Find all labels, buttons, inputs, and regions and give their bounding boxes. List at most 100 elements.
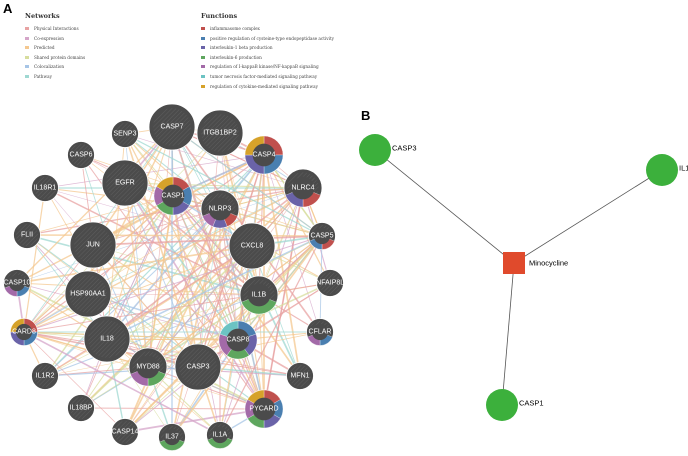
drug-node[interactable] bbox=[503, 252, 525, 274]
gene-node[interactable]: IL1B bbox=[239, 275, 279, 315]
gene-node[interactable]: PYCARD bbox=[244, 389, 284, 429]
gene-node[interactable]: MYD88 bbox=[128, 347, 168, 387]
functions-legend-item: tumor necrosis factor-mediated signaling… bbox=[201, 74, 334, 84]
functions-legend-item: interleukin-1 beta production bbox=[201, 45, 334, 55]
gene-node[interactable]: NLRC4 bbox=[283, 168, 323, 208]
legend-swatch bbox=[201, 84, 205, 88]
panel-b-letter: B bbox=[361, 108, 371, 123]
gene-node-center bbox=[288, 364, 312, 388]
network-edge bbox=[147, 235, 323, 368]
gene-label: SENP3 bbox=[114, 131, 137, 138]
gene-label: NLRP3 bbox=[209, 206, 232, 213]
network-edge bbox=[23, 331, 126, 433]
network-edge bbox=[147, 245, 253, 368]
network-edge bbox=[80, 245, 253, 409]
legend-swatch bbox=[201, 65, 205, 69]
gene-node[interactable]: JUN bbox=[69, 221, 117, 269]
gene-node[interactable]: CARD8 bbox=[10, 318, 38, 346]
gene-node[interactable]: EGFR bbox=[101, 159, 149, 207]
gene-node[interactable]: CASP4 bbox=[244, 135, 284, 175]
gene-node-core bbox=[211, 426, 229, 444]
gene-node[interactable]: CASP10 bbox=[3, 269, 31, 297]
gene-node[interactable]: IL18R1 bbox=[31, 174, 59, 202]
target-node[interactable] bbox=[646, 154, 678, 186]
network-edge bbox=[147, 195, 174, 368]
gene-node[interactable]: IL18BP bbox=[67, 394, 95, 422]
legend-label: interleukin-6 production bbox=[210, 54, 262, 60]
functions-legend-item: interleukin-6 production bbox=[201, 55, 334, 65]
target-node[interactable] bbox=[359, 134, 391, 166]
legend-swatch bbox=[201, 36, 205, 40]
gene-node[interactable]: CXCL8 bbox=[228, 222, 276, 270]
gene-label: IL1R2 bbox=[36, 373, 55, 380]
network-edge bbox=[171, 126, 323, 237]
gene-label: CASP1 bbox=[162, 193, 185, 200]
gene-label: FLII bbox=[21, 232, 33, 239]
target-node[interactable] bbox=[486, 389, 518, 421]
functions-legend-item: positive regulation of cysteine-type end… bbox=[201, 36, 334, 46]
gene-node[interactable]: SENP3 bbox=[111, 120, 139, 148]
gene-node[interactable]: CASP8 bbox=[218, 320, 258, 360]
gene-node[interactable]: MFN1 bbox=[286, 362, 314, 390]
gene-node[interactable]: CASP14 bbox=[111, 418, 139, 446]
network-edge bbox=[23, 245, 253, 333]
legend-swatch bbox=[25, 74, 29, 78]
gene-node-core bbox=[247, 283, 271, 307]
gene-node[interactable]: CASP6 bbox=[67, 141, 95, 169]
network-edge bbox=[106, 126, 173, 340]
gene-node[interactable]: CASP1 bbox=[153, 176, 193, 216]
gene-node[interactable]: IL18 bbox=[83, 315, 131, 363]
network-edge bbox=[26, 234, 199, 368]
gene-label: IL1A bbox=[213, 432, 228, 439]
gene-node-core bbox=[136, 355, 160, 379]
drug-target-edge bbox=[501, 262, 515, 406]
gene-node[interactable]: IL1R2 bbox=[31, 362, 59, 390]
drug-target-edges bbox=[374, 149, 663, 406]
gene-label: HSP90AA1 bbox=[70, 291, 106, 298]
network-edge bbox=[237, 235, 323, 341]
network-edge bbox=[124, 187, 304, 433]
legend-swatch bbox=[25, 65, 29, 69]
gene-label: JUN bbox=[86, 242, 100, 249]
gene-node[interactable]: CASP5 bbox=[308, 222, 336, 250]
network-edge bbox=[124, 408, 265, 433]
network-edge bbox=[171, 126, 265, 410]
legend-swatch bbox=[25, 27, 29, 30]
gene-node[interactable]: CFLAR bbox=[306, 318, 334, 346]
network-edge bbox=[124, 339, 239, 433]
gene-node[interactable]: IL1A bbox=[206, 421, 234, 449]
gene-node-center bbox=[69, 143, 93, 167]
gene-node[interactable]: NLRP3 bbox=[200, 189, 240, 229]
network-edge bbox=[23, 187, 46, 333]
legend-label: positive regulation of cysteine-type end… bbox=[210, 35, 335, 41]
network-edge bbox=[106, 195, 174, 340]
drug-target-edge bbox=[513, 169, 663, 264]
gene-node[interactable]: HSP90AA1 bbox=[64, 270, 112, 318]
legend-label: tumor necrosis factor-mediated signaling… bbox=[210, 73, 318, 79]
gene-node-center bbox=[33, 364, 57, 388]
gene-node-center bbox=[318, 271, 342, 295]
gene-node[interactable]: CASP7 bbox=[148, 103, 196, 151]
network-edge bbox=[23, 208, 221, 333]
gene-label: MFN1 bbox=[290, 373, 309, 380]
legend-label: Pathway bbox=[34, 73, 52, 79]
network-edge bbox=[92, 244, 199, 368]
gene-node[interactable]: ITGB1BP2 bbox=[196, 109, 244, 157]
gene-label: EGFR bbox=[115, 180, 134, 187]
gene-node[interactable]: IL37 bbox=[158, 423, 186, 451]
gene-node[interactable]: FLII bbox=[13, 221, 41, 249]
networks-legend-item: Co-expression bbox=[25, 36, 85, 46]
legend-swatch bbox=[201, 46, 205, 50]
network-edge bbox=[23, 282, 331, 333]
gene-node[interactable]: CASP3 bbox=[174, 343, 222, 391]
gene-label: CASP3 bbox=[187, 364, 210, 371]
gene-node-center bbox=[69, 275, 107, 313]
gene-label: IL1B bbox=[252, 292, 267, 299]
network-edge bbox=[26, 234, 265, 410]
gene-node-core bbox=[161, 184, 185, 208]
gene-node[interactable]: TNFAIP8L2 bbox=[312, 269, 348, 297]
gene-node-center bbox=[69, 396, 93, 420]
network-edge bbox=[263, 154, 331, 284]
